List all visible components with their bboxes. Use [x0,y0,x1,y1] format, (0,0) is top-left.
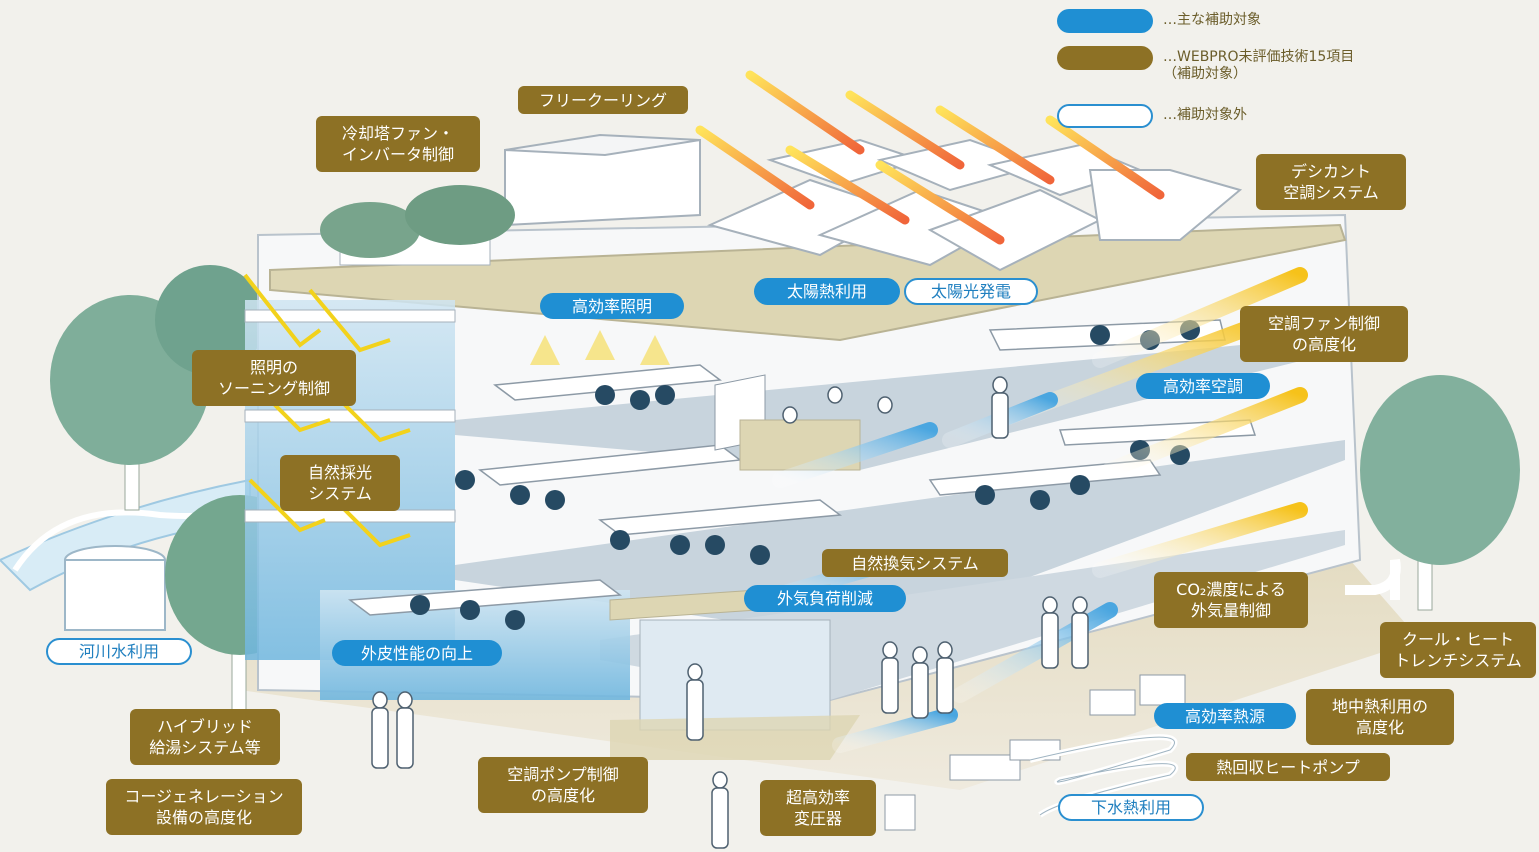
transformer-cabinet [884,794,916,831]
label-natural-ventilation: 自然換気システム [822,549,1008,577]
sewage-pipe-coil-outline [1029,736,1176,816]
label-cooling-tower-fan: 冷却塔ファン・ インバータ制御 [316,116,480,172]
solar-rays [695,70,1165,245]
legend-main-subsidy: …主な補助対象 [1057,9,1261,33]
label-super-transformer: 超高効率 変圧器 [760,780,876,836]
airflow-arrows [752,267,1308,753]
trench-pipe [1345,559,1401,600]
label-geothermal: 地中熱利用の 高度化 [1306,689,1454,745]
label-river-water: 河川水利用 [46,638,192,665]
label-cogeneration: コージェネレーション 設備の高度化 [106,779,302,835]
legend-webpro: …WEBPRO未評価技術15項目 （補助対象） [1057,46,1354,83]
label-solar-heat: 太陽熱利用 [754,278,900,305]
label-envelope: 外皮性能の向上 [332,640,502,666]
legend-text: …WEBPRO未評価技術15項目 （補助対象） [1163,49,1355,82]
legend-not-subsidized: …補助対象外 [1057,104,1247,128]
equipment-unit [1139,674,1186,706]
label-heat-recovery-pump: 熱回収ヒートポンプ [1186,753,1390,781]
label-high-eff-heat-source: 高効率熱源 [1154,703,1296,729]
roof-shrub [320,202,420,258]
legend-swatch-outline [1057,104,1153,128]
legend-swatch-gold [1057,46,1153,70]
tree-right [1360,375,1520,565]
entrance [639,619,831,731]
label-outdoor-air-load: 外気負荷削減 [744,585,906,612]
water-tank-body [64,559,166,631]
label-co2-control: CO₂濃度による 外気量制御 [1154,572,1308,628]
entrance-step [610,715,860,760]
roof-machine-room-top [504,133,701,157]
floor-slab-2 [455,440,1345,640]
equipment-unit [1089,689,1136,716]
legend-swatch-blue [1057,9,1153,33]
label-lighting-zoning: 照明の ソーニング制御 [192,350,356,406]
solar-panels [707,138,1243,272]
label-daylight: 自然採光 システム [280,455,400,511]
legend-text: …補助対象外 [1163,107,1247,123]
tree-left-back [155,265,265,375]
equipment-unit [949,754,1021,781]
label-cool-heat-trench: クール・ヒート トレンチシステム [1380,622,1536,678]
label-ac-fan-control: 空調ファン制御 の高度化 [1240,306,1408,362]
ground-shadow [240,560,1420,790]
legend-text: …主な補助対象 [1163,12,1261,28]
label-sewage-heat: 下水熱利用 [1058,794,1204,821]
label-ac-pump-control: 空調ポンプ制御 の高度化 [478,757,648,813]
people [371,376,1089,849]
label-hybrid-hot-water: ハイブリッド 給湯システム等 [130,709,280,765]
label-solar-power: 太陽光発電 [904,278,1038,305]
roof-shrub [405,185,515,245]
label-free-cooling: フリークーリング [518,86,688,114]
label-high-eff-lighting: 高効率照明 [540,293,684,319]
label-high-eff-ac: 高効率空調 [1136,373,1270,399]
label-desiccant: デシカント 空調システム [1256,154,1406,210]
light-cones [530,330,670,365]
